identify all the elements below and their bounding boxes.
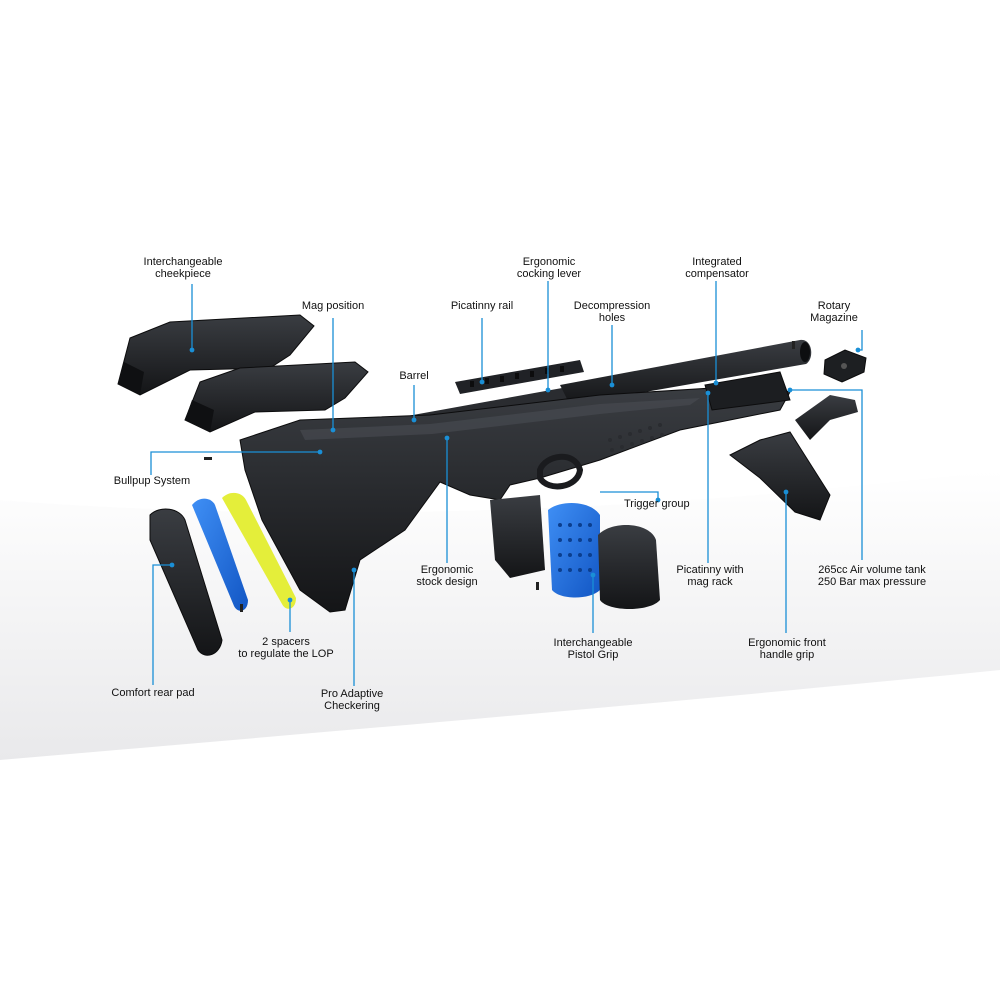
black-pistol-grip xyxy=(598,524,660,609)
label-line: Picatinny rail xyxy=(450,300,514,312)
screw-icons xyxy=(204,341,795,612)
front-grip-small xyxy=(795,395,858,440)
label-line: Barrel xyxy=(399,370,429,382)
label-trigger-group: Trigger group xyxy=(624,498,690,510)
label-line: compensator xyxy=(685,268,749,280)
label-checkering: Pro Adaptive Checkering xyxy=(321,688,383,712)
label-decompression-holes: Decompression holes xyxy=(574,300,650,324)
label-line: Interchangeable xyxy=(553,637,633,649)
air-tank xyxy=(560,339,812,405)
compensator-block xyxy=(704,371,791,411)
label-cheekpiece: Interchangeable cheekpiece xyxy=(144,256,223,280)
label-front-grip: Ergonomic front handle grip xyxy=(748,637,826,661)
label-line: Ergonomic xyxy=(522,256,576,268)
label-line: Picatinny with xyxy=(676,564,744,576)
label-mag-position: Mag position xyxy=(302,300,364,312)
label-rotary-magazine: Rotary Magazine xyxy=(810,300,858,324)
label-line: Pistol Grip xyxy=(567,649,619,661)
rear-pad xyxy=(149,508,223,656)
label-line: 250 Bar max pressure xyxy=(817,576,927,588)
magazine-hole xyxy=(841,363,847,369)
label-line: 265cc Air volume tank xyxy=(818,564,926,576)
label-line: Interchangeable xyxy=(143,256,223,268)
label-line: handle grip xyxy=(759,649,815,661)
rail-teeth xyxy=(470,366,564,387)
stock-body xyxy=(239,384,791,613)
label-line: Magazine xyxy=(810,312,858,324)
label-stock-design: Ergonomic stock design xyxy=(416,564,477,588)
label-barrel: Barrel xyxy=(399,370,428,382)
leader-lines xyxy=(150,281,863,686)
label-line: to regulate the LOP xyxy=(238,648,334,660)
label-line: Pro Adaptive xyxy=(320,688,384,700)
label-line: Bullpup System xyxy=(113,475,191,487)
label-line: mag rack xyxy=(687,576,733,588)
label-line: Rotary xyxy=(817,300,851,312)
label-spacers: 2 spacers to regulate the LOP xyxy=(238,636,333,660)
label-air-tank: 265cc Air volume tank 250 Bar max pressu… xyxy=(818,564,926,588)
label-rear-pad: Comfort rear pad xyxy=(111,687,194,699)
label-line: Ergonomic front xyxy=(748,637,826,649)
label-line: Mag position xyxy=(301,300,365,312)
blue-spacer xyxy=(192,498,248,611)
tank-muzzle xyxy=(800,342,810,362)
label-line: Comfort rear pad xyxy=(111,687,195,699)
label-line: Checkering xyxy=(324,700,380,712)
label-compensator: Integrated compensator xyxy=(685,256,749,280)
blue-grip-texture xyxy=(558,523,592,572)
cheekpiece-upper-face xyxy=(118,362,144,395)
label-line: stock design xyxy=(416,576,478,588)
cheekpiece-lower-face xyxy=(185,400,214,432)
leader-dots xyxy=(169,347,861,603)
picatinny-rail-part xyxy=(455,360,584,394)
label-picatinny-mag-rack: Picatinny with mag rack xyxy=(676,564,743,588)
label-line: cheekpiece xyxy=(155,268,211,280)
yellow-spacer xyxy=(222,492,296,609)
blue-pistol-grip xyxy=(548,503,600,598)
label-line: 2 spacers xyxy=(262,636,310,648)
label-line: cocking lever xyxy=(516,268,582,280)
label-line: Ergonomic xyxy=(420,564,474,576)
pistol-grip-base xyxy=(490,495,545,578)
label-line: holes xyxy=(598,312,626,324)
trigger-guard xyxy=(537,453,584,490)
front-handle-grip xyxy=(729,431,831,521)
label-pistol-grip: Interchangeable Pistol Grip xyxy=(554,637,633,661)
label-line: Integrated xyxy=(692,256,742,268)
stock-highlight xyxy=(300,398,700,440)
grip-texture xyxy=(608,423,664,452)
label-line: Trigger group xyxy=(624,498,690,510)
label-picatinny-rail: Picatinny rail xyxy=(451,300,513,312)
label-cocking-lever: Ergonomic cocking lever xyxy=(517,256,581,280)
label-line: Decompression xyxy=(573,300,651,312)
label-bullpup-system: Bullpup System xyxy=(114,475,190,487)
